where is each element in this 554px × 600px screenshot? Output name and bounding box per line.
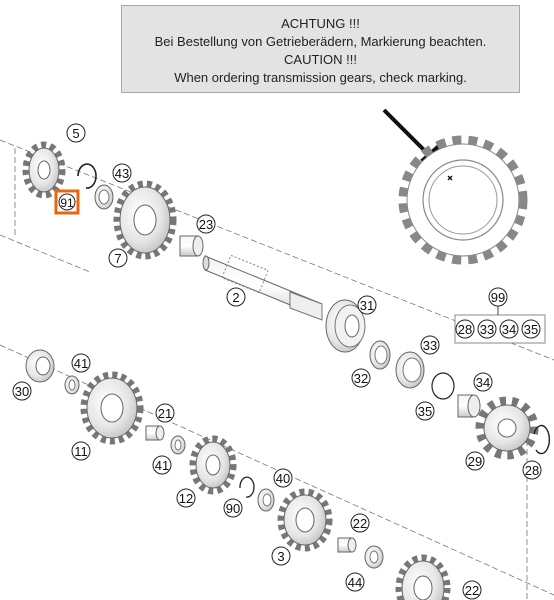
callout-28[interactable]: 28 — [522, 460, 542, 480]
washer-41-right — [170, 435, 186, 455]
o-ring-35 — [431, 372, 455, 400]
callout-33-kit[interactable]: 33 — [477, 319, 497, 339]
svg-text:7: 7 — [114, 251, 121, 266]
detail-gear-with-marking — [398, 135, 528, 265]
svg-text:28: 28 — [525, 463, 539, 478]
clip-90 — [239, 476, 255, 498]
callout-2[interactable]: 2 — [226, 287, 246, 307]
washer-40 — [257, 488, 275, 512]
svg-text:41: 41 — [155, 458, 169, 473]
gear-bottom-partial — [395, 554, 451, 600]
svg-text:33: 33 — [480, 322, 494, 337]
svg-text:22: 22 — [465, 583, 479, 598]
callout-41-left[interactable]: 41 — [71, 353, 91, 373]
svg-text:32: 32 — [354, 371, 368, 386]
svg-text:34: 34 — [476, 375, 490, 390]
callout-40[interactable]: 40 — [273, 468, 293, 488]
svg-text:44: 44 — [348, 575, 362, 590]
washer-44 — [364, 545, 384, 569]
svg-text:2: 2 — [232, 290, 239, 305]
callout-11[interactable]: 11 — [71, 441, 91, 461]
svg-text:28: 28 — [458, 322, 472, 337]
svg-text:91: 91 — [60, 196, 74, 210]
callout-7[interactable]: 7 — [108, 248, 128, 268]
callout-29[interactable]: 29 — [465, 451, 485, 471]
callout-32[interactable]: 32 — [351, 368, 371, 388]
svg-text:99: 99 — [491, 290, 505, 305]
circlip-28 — [533, 424, 550, 455]
callout-41-right[interactable]: 41 — [152, 455, 172, 475]
main-shaft-2 — [202, 254, 323, 321]
callout-44[interactable]: 44 — [345, 572, 365, 592]
warning-notice: ACHTUNG !!! Bei Bestellung von Getrieber… — [121, 5, 520, 93]
callout-43[interactable]: 43 — [112, 163, 132, 183]
svg-text:31: 31 — [360, 298, 374, 313]
bushing-22 — [337, 537, 357, 553]
svg-text:35: 35 — [524, 322, 538, 337]
gear-3 — [277, 488, 333, 552]
callout-90[interactable]: 90 — [223, 498, 243, 518]
notice-line-3: CAUTION !!! — [284, 52, 357, 67]
svg-text:29: 29 — [468, 454, 482, 469]
circlip-91 — [77, 163, 97, 189]
bearing-30 — [25, 349, 55, 383]
svg-text:30: 30 — [15, 384, 29, 399]
gear-11 — [80, 371, 144, 445]
callout-23[interactable]: 23 — [196, 214, 216, 234]
bushing-23 — [179, 235, 204, 257]
svg-text:21: 21 — [158, 406, 172, 421]
callout-3[interactable]: 3 — [271, 546, 291, 566]
callout-30[interactable]: 30 — [12, 381, 32, 401]
sprocket-29 — [475, 396, 539, 460]
callout-34[interactable]: 34 — [473, 372, 493, 392]
notice-line-2: Bei Bestellung von Getrieberädern, Marki… — [154, 34, 487, 49]
svg-text:40: 40 — [276, 471, 290, 486]
callout-22-bottom[interactable]: 22 — [462, 580, 482, 600]
callout-35-kit[interactable]: 35 — [521, 319, 541, 339]
bushing-21 — [145, 425, 165, 441]
callout-33[interactable]: 33 — [420, 335, 440, 355]
callout-28-kit[interactable]: 28 — [455, 319, 475, 339]
svg-text:3: 3 — [277, 549, 284, 564]
gear-7 — [113, 180, 177, 260]
callout-12[interactable]: 12 — [176, 488, 196, 508]
callout-22[interactable]: 22 — [350, 513, 370, 533]
callout-91[interactable]: 91 — [54, 189, 80, 215]
washer-41-left — [64, 375, 80, 395]
svg-text:90: 90 — [226, 501, 240, 516]
notice-line-4: When ordering transmission gears, check … — [174, 70, 467, 85]
svg-text:12: 12 — [179, 491, 193, 506]
bearing-31 — [325, 299, 366, 353]
callout-99[interactable]: 99 — [488, 287, 508, 307]
callout-31[interactable]: 31 — [357, 295, 377, 315]
seal-33 — [395, 351, 425, 389]
svg-text:22: 22 — [353, 516, 367, 531]
svg-text:41: 41 — [74, 356, 88, 371]
callout-5[interactable]: 5 — [66, 123, 86, 143]
svg-text:33: 33 — [423, 338, 437, 353]
ring-32 — [369, 340, 391, 370]
callout-35[interactable]: 35 — [415, 401, 435, 421]
notice-line-1: ACHTUNG !!! — [281, 16, 360, 31]
callout-34-kit[interactable]: 34 — [499, 319, 519, 339]
svg-text:43: 43 — [115, 166, 129, 181]
washer-43 — [94, 184, 114, 210]
gear-5 — [22, 141, 66, 199]
gear-12 — [189, 435, 237, 495]
svg-text:23: 23 — [199, 217, 213, 232]
callout-21[interactable]: 21 — [155, 403, 175, 423]
svg-text:11: 11 — [74, 444, 88, 459]
svg-text:34: 34 — [502, 322, 516, 337]
spacer-34 — [457, 394, 481, 418]
svg-text:35: 35 — [418, 404, 432, 419]
svg-text:5: 5 — [72, 126, 79, 141]
